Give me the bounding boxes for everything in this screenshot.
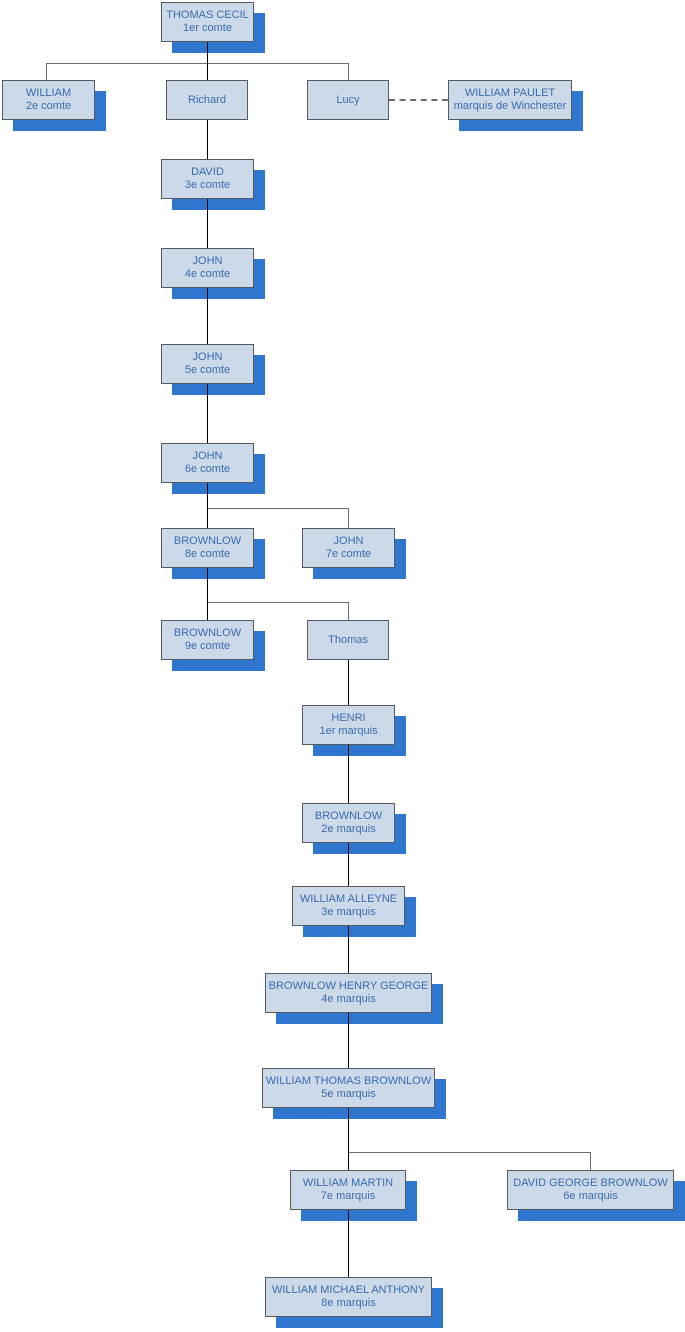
connector-vertical-main <box>207 120 208 159</box>
connector-horizontal <box>207 508 348 509</box>
person-name: JOHN <box>333 535 364 547</box>
connector-vertical-main <box>348 926 349 973</box>
connector-vertical-main <box>348 660 349 705</box>
connector-horizontal <box>207 602 348 603</box>
person-title: 5e marquis <box>321 1088 376 1100</box>
connector-horizontal <box>46 63 348 64</box>
person-name: Thomas <box>328 633 368 646</box>
connector-marriage-dashed <box>389 99 448 101</box>
person-name: WILLIAM MARTIN <box>302 1177 394 1189</box>
person-name: BROWNLOW <box>173 627 242 639</box>
connector-vertical <box>46 63 47 80</box>
person-node-richard[interactable]: Richard <box>166 80 248 120</box>
connector-vertical <box>590 1152 591 1170</box>
connector-vertical-main <box>348 745 349 803</box>
connector-vertical <box>348 508 349 528</box>
person-name: Richard <box>188 93 226 106</box>
person-title: 2e marquis <box>321 823 376 835</box>
person-title: 3e marquis <box>321 906 376 918</box>
person-name: HENRI <box>331 712 366 724</box>
person-title: 1er comte <box>183 22 232 34</box>
person-title: 5e comte <box>184 364 231 376</box>
person-title: 9e comte <box>184 640 231 652</box>
person-name: JOHN <box>192 351 223 363</box>
connector-vertical-main <box>348 843 349 886</box>
person-title: 1er marquis <box>319 725 378 737</box>
person-name: DAVID GEORGE BROWNLOW <box>513 1177 668 1189</box>
person-name: JOHN <box>192 450 223 462</box>
connector-horizontal <box>348 1152 590 1153</box>
person-name: BROWNLOW <box>314 810 383 822</box>
person-title: 3e comte <box>184 179 231 191</box>
connector-vertical-main <box>348 1108 349 1170</box>
person-name: DAVID <box>191 166 224 178</box>
person-name: BROWNLOW HENRY GEORGE <box>268 980 429 992</box>
person-name: WILLIAM <box>25 87 72 99</box>
connector-vertical <box>348 602 349 620</box>
connector-vertical-main <box>207 42 208 80</box>
person-name: Lucy <box>336 93 360 106</box>
person-title: 4e marquis <box>321 993 376 1005</box>
person-title: 2e comte <box>25 100 72 112</box>
connector-vertical-main <box>207 568 208 620</box>
connector-vertical-main <box>348 1210 349 1277</box>
person-name: JOHN <box>192 255 223 267</box>
person-title: marquis de Winchester <box>453 100 567 112</box>
person-node-thomas[interactable]: Thomas <box>307 620 389 660</box>
connector-vertical-main <box>207 199 208 248</box>
person-title: 4e comte <box>184 268 231 280</box>
connector-vertical-main <box>207 483 208 528</box>
person-name: BROWNLOW <box>173 535 242 547</box>
person-name: THOMAS CECIL <box>166 9 249 21</box>
person-title: 7e marquis <box>320 1190 376 1202</box>
connector-vertical-main <box>207 384 208 443</box>
connector-vertical <box>348 63 349 80</box>
person-title: 8e comte <box>184 548 231 560</box>
person-title: 7e comte <box>325 548 372 560</box>
person-node-lucy[interactable]: Lucy <box>307 80 389 120</box>
connector-vertical-main <box>207 288 208 344</box>
person-name: WILLIAM PAULET <box>464 87 556 99</box>
person-title: 6e comte <box>184 463 231 475</box>
person-name: WILLIAM MICHAEL ANTHONY <box>271 1284 425 1296</box>
person-name: WILLIAM THOMAS BROWNLOW <box>265 1075 432 1087</box>
connector-vertical-main <box>348 1013 349 1068</box>
person-name: WILLIAM ALLEYNE <box>299 893 398 905</box>
person-title: 6e marquis <box>563 1190 618 1202</box>
person-title: 8e marquis <box>321 1297 376 1309</box>
